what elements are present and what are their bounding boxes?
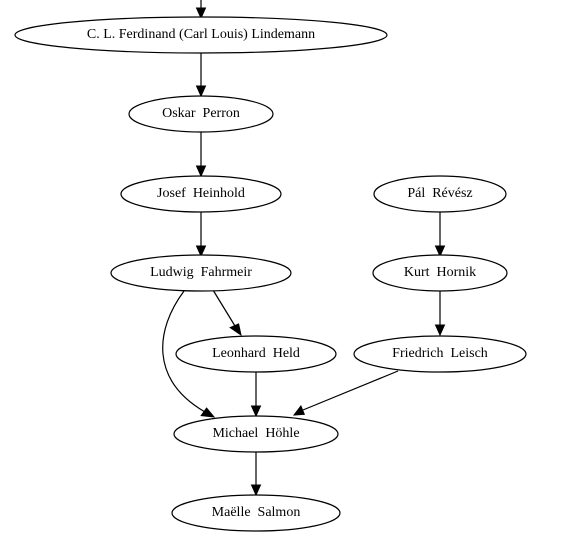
edge-hornik-to-leisch xyxy=(434,291,446,337)
edge-fahrmeir-to-held xyxy=(212,289,242,337)
edge-held-to-hoehle xyxy=(250,372,262,418)
node-perron[interactable]: Oskar Perron xyxy=(128,95,274,133)
edge-fahrmeir-to-hoehle xyxy=(162,290,216,418)
node-label: Josef Heinhold xyxy=(157,186,245,201)
node-label: Maëlle Salmon xyxy=(212,505,301,520)
node-held[interactable]: Leonhard Held xyxy=(175,335,337,373)
node-label: Leonhard Held xyxy=(212,346,300,361)
edge-top-to-lindemann xyxy=(195,0,207,20)
edge-leisch-to-hoehle xyxy=(292,370,399,416)
node-label: Michael Höhle xyxy=(212,426,299,441)
node-hoehle[interactable]: Michael Höhle xyxy=(173,415,339,453)
edge-perron-to-heinhold xyxy=(195,131,207,178)
node-hornik[interactable]: Kurt Hornik xyxy=(372,254,508,292)
node-label: Ludwig Fahrmeir xyxy=(150,265,252,280)
edge-heinhold-to-fahrmeir xyxy=(195,211,207,258)
edge-revesz-to-hornik xyxy=(434,211,446,258)
node-label: Friedrich Leisch xyxy=(392,346,488,361)
node-label: Pál Révész xyxy=(407,186,472,201)
edge-hoehle-to-salmon xyxy=(250,452,262,497)
edge-lindemann-to-perron xyxy=(195,52,207,98)
node-leisch[interactable]: Friedrich Leisch xyxy=(353,335,527,373)
node-revesz[interactable]: Pál Révész xyxy=(373,175,507,213)
node-label: C. L. Ferdinand (Carl Louis) Lindemann xyxy=(87,27,315,42)
node-label: Oskar Perron xyxy=(162,106,240,121)
node-lindemann[interactable]: C. L. Ferdinand (Carl Louis) Lindemann xyxy=(14,16,388,54)
node-fahrmeir[interactable]: Ludwig Fahrmeir xyxy=(110,254,292,292)
node-label: Kurt Hornik xyxy=(404,265,476,280)
node-salmon[interactable]: Maëlle Salmon xyxy=(171,494,341,532)
node-heinhold[interactable]: Josef Heinhold xyxy=(120,175,282,213)
